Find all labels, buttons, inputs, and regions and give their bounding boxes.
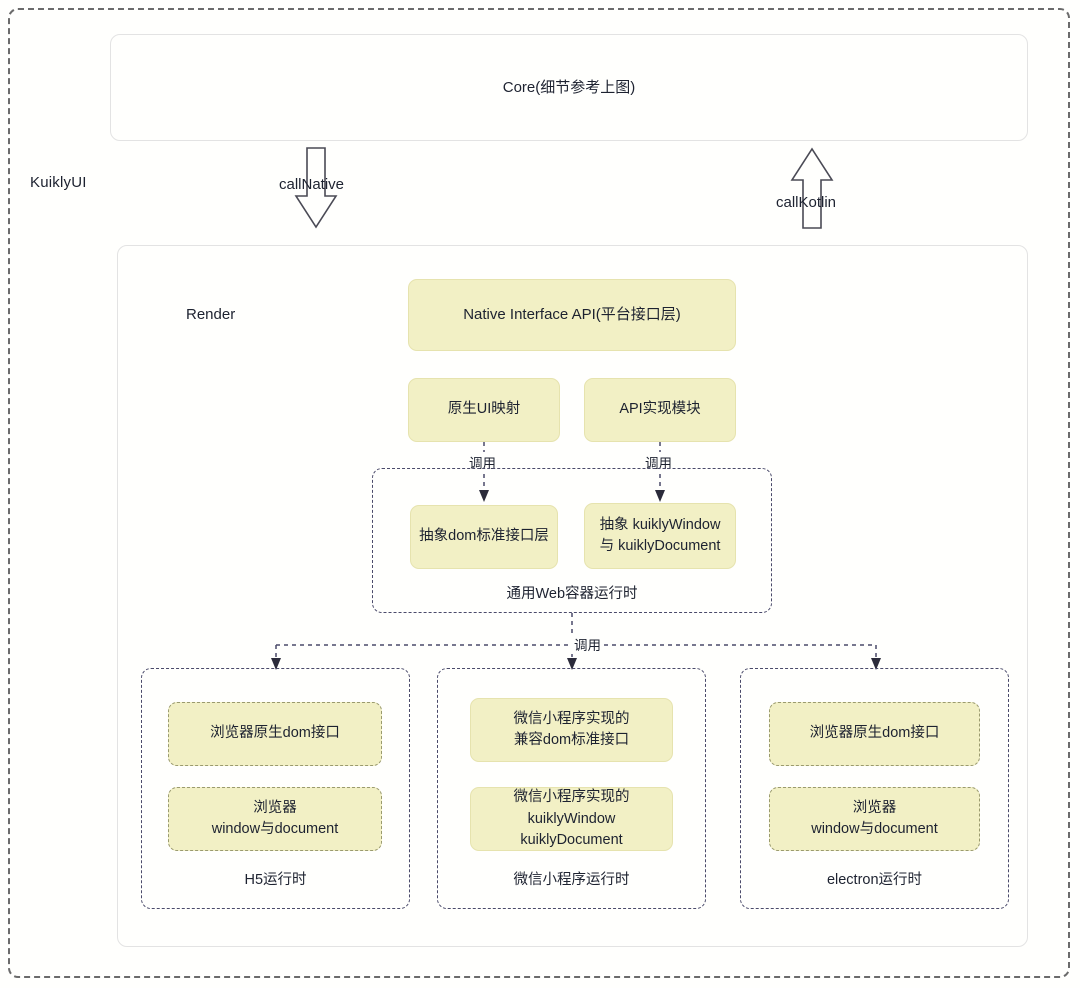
- api-implementation-box[interactable]: API实现模块: [584, 378, 736, 442]
- wechat-dom-line1: 微信小程序实现的: [513, 710, 630, 727]
- h5-window-document-line2: window与document: [211, 821, 339, 837]
- kuiklyui-outer-frame: [8, 8, 1070, 978]
- electron-window-document-box[interactable]: 浏览器 window与document: [769, 787, 980, 851]
- electron-dom-interface-label: 浏览器原生dom接口: [809, 725, 940, 742]
- kuiklyui-label: KuiklyUI: [30, 174, 87, 191]
- h5-window-document-line1: 浏览器: [253, 799, 297, 816]
- wechat-window-line3: kuiklyDocument: [520, 831, 623, 848]
- native-interface-api-label: Native Interface API(平台接口层): [463, 306, 681, 324]
- web-container-runtime-caption: 通用Web容器运行时: [506, 586, 638, 602]
- h5-window-document-label: 浏览器 window与document: [212, 798, 339, 840]
- electron-window-line1: 浏览器: [852, 799, 897, 816]
- electron-window-line2: window与document: [811, 821, 938, 837]
- call-native-label: callNative: [279, 176, 345, 193]
- abstract-kuikly-line2: 与 kuiklyDocument: [599, 538, 721, 554]
- native-interface-api-box[interactable]: Native Interface API(平台接口层): [408, 279, 736, 351]
- electron-runtime-caption: electron运行时: [826, 872, 923, 888]
- abstract-dom-interface-label: 抽象dom标准接口层: [419, 528, 549, 545]
- ui-mapping-box[interactable]: 原生UI映射: [408, 378, 560, 442]
- core-panel: [110, 34, 1028, 141]
- h5-dom-interface-box[interactable]: 浏览器原生dom接口: [168, 702, 382, 766]
- electron-window-document-label: 浏览器 window与document: [811, 798, 938, 840]
- h5-runtime-caption: H5运行时: [244, 872, 307, 888]
- wechat-dom-interface-label: 微信小程序实现的 兼容dom标准接口: [514, 709, 630, 751]
- abstract-dom-interface-box[interactable]: 抽象dom标准接口层: [410, 505, 558, 569]
- call-kotlin-label: callKotlin: [776, 194, 837, 211]
- wechat-window-document-box[interactable]: 微信小程序实现的 kuiklyWindow kuiklyDocument: [470, 787, 673, 851]
- ui-mapping-label: 原生UI映射: [447, 401, 521, 418]
- abstract-kuikly-window-label: 抽象 kuiklyWindow 与 kuiklyDocument: [600, 515, 721, 557]
- abstract-kuikly-window-box[interactable]: 抽象 kuiklyWindow 与 kuiklyDocument: [584, 503, 736, 569]
- wechat-dom-line2: 兼容dom标准接口: [513, 732, 630, 748]
- wechat-window-document-label: 微信小程序实现的 kuiklyWindow kuiklyDocument: [514, 787, 630, 850]
- wechat-dom-interface-box[interactable]: 微信小程序实现的 兼容dom标准接口: [470, 698, 673, 762]
- web-container-runtime-box: [372, 468, 772, 613]
- wechat-runtime-box: [437, 668, 706, 909]
- core-title: Core(细节参考上图): [502, 79, 636, 96]
- call-label-ui-map: 调用: [466, 452, 499, 472]
- api-implementation-label: API实现模块: [619, 401, 701, 418]
- wechat-window-line1: 微信小程序实现的: [513, 789, 630, 806]
- wechat-runtime-caption: 微信小程序运行时: [513, 872, 630, 888]
- h5-dom-interface-label: 浏览器原生dom接口: [210, 725, 340, 742]
- wechat-window-line2: kuiklyWindow: [527, 810, 616, 827]
- h5-runtime-box: [141, 668, 410, 909]
- call-label-runtimes: 调用: [571, 634, 604, 654]
- abstract-kuikly-line1: 抽象 kuiklyWindow: [599, 516, 721, 533]
- render-title: Render: [186, 306, 236, 323]
- call-label-api-impl: 调用: [642, 452, 675, 472]
- electron-dom-interface-box[interactable]: 浏览器原生dom接口: [769, 702, 980, 766]
- h5-window-document-box[interactable]: 浏览器 window与document: [168, 787, 382, 851]
- electron-runtime-box: [740, 668, 1009, 909]
